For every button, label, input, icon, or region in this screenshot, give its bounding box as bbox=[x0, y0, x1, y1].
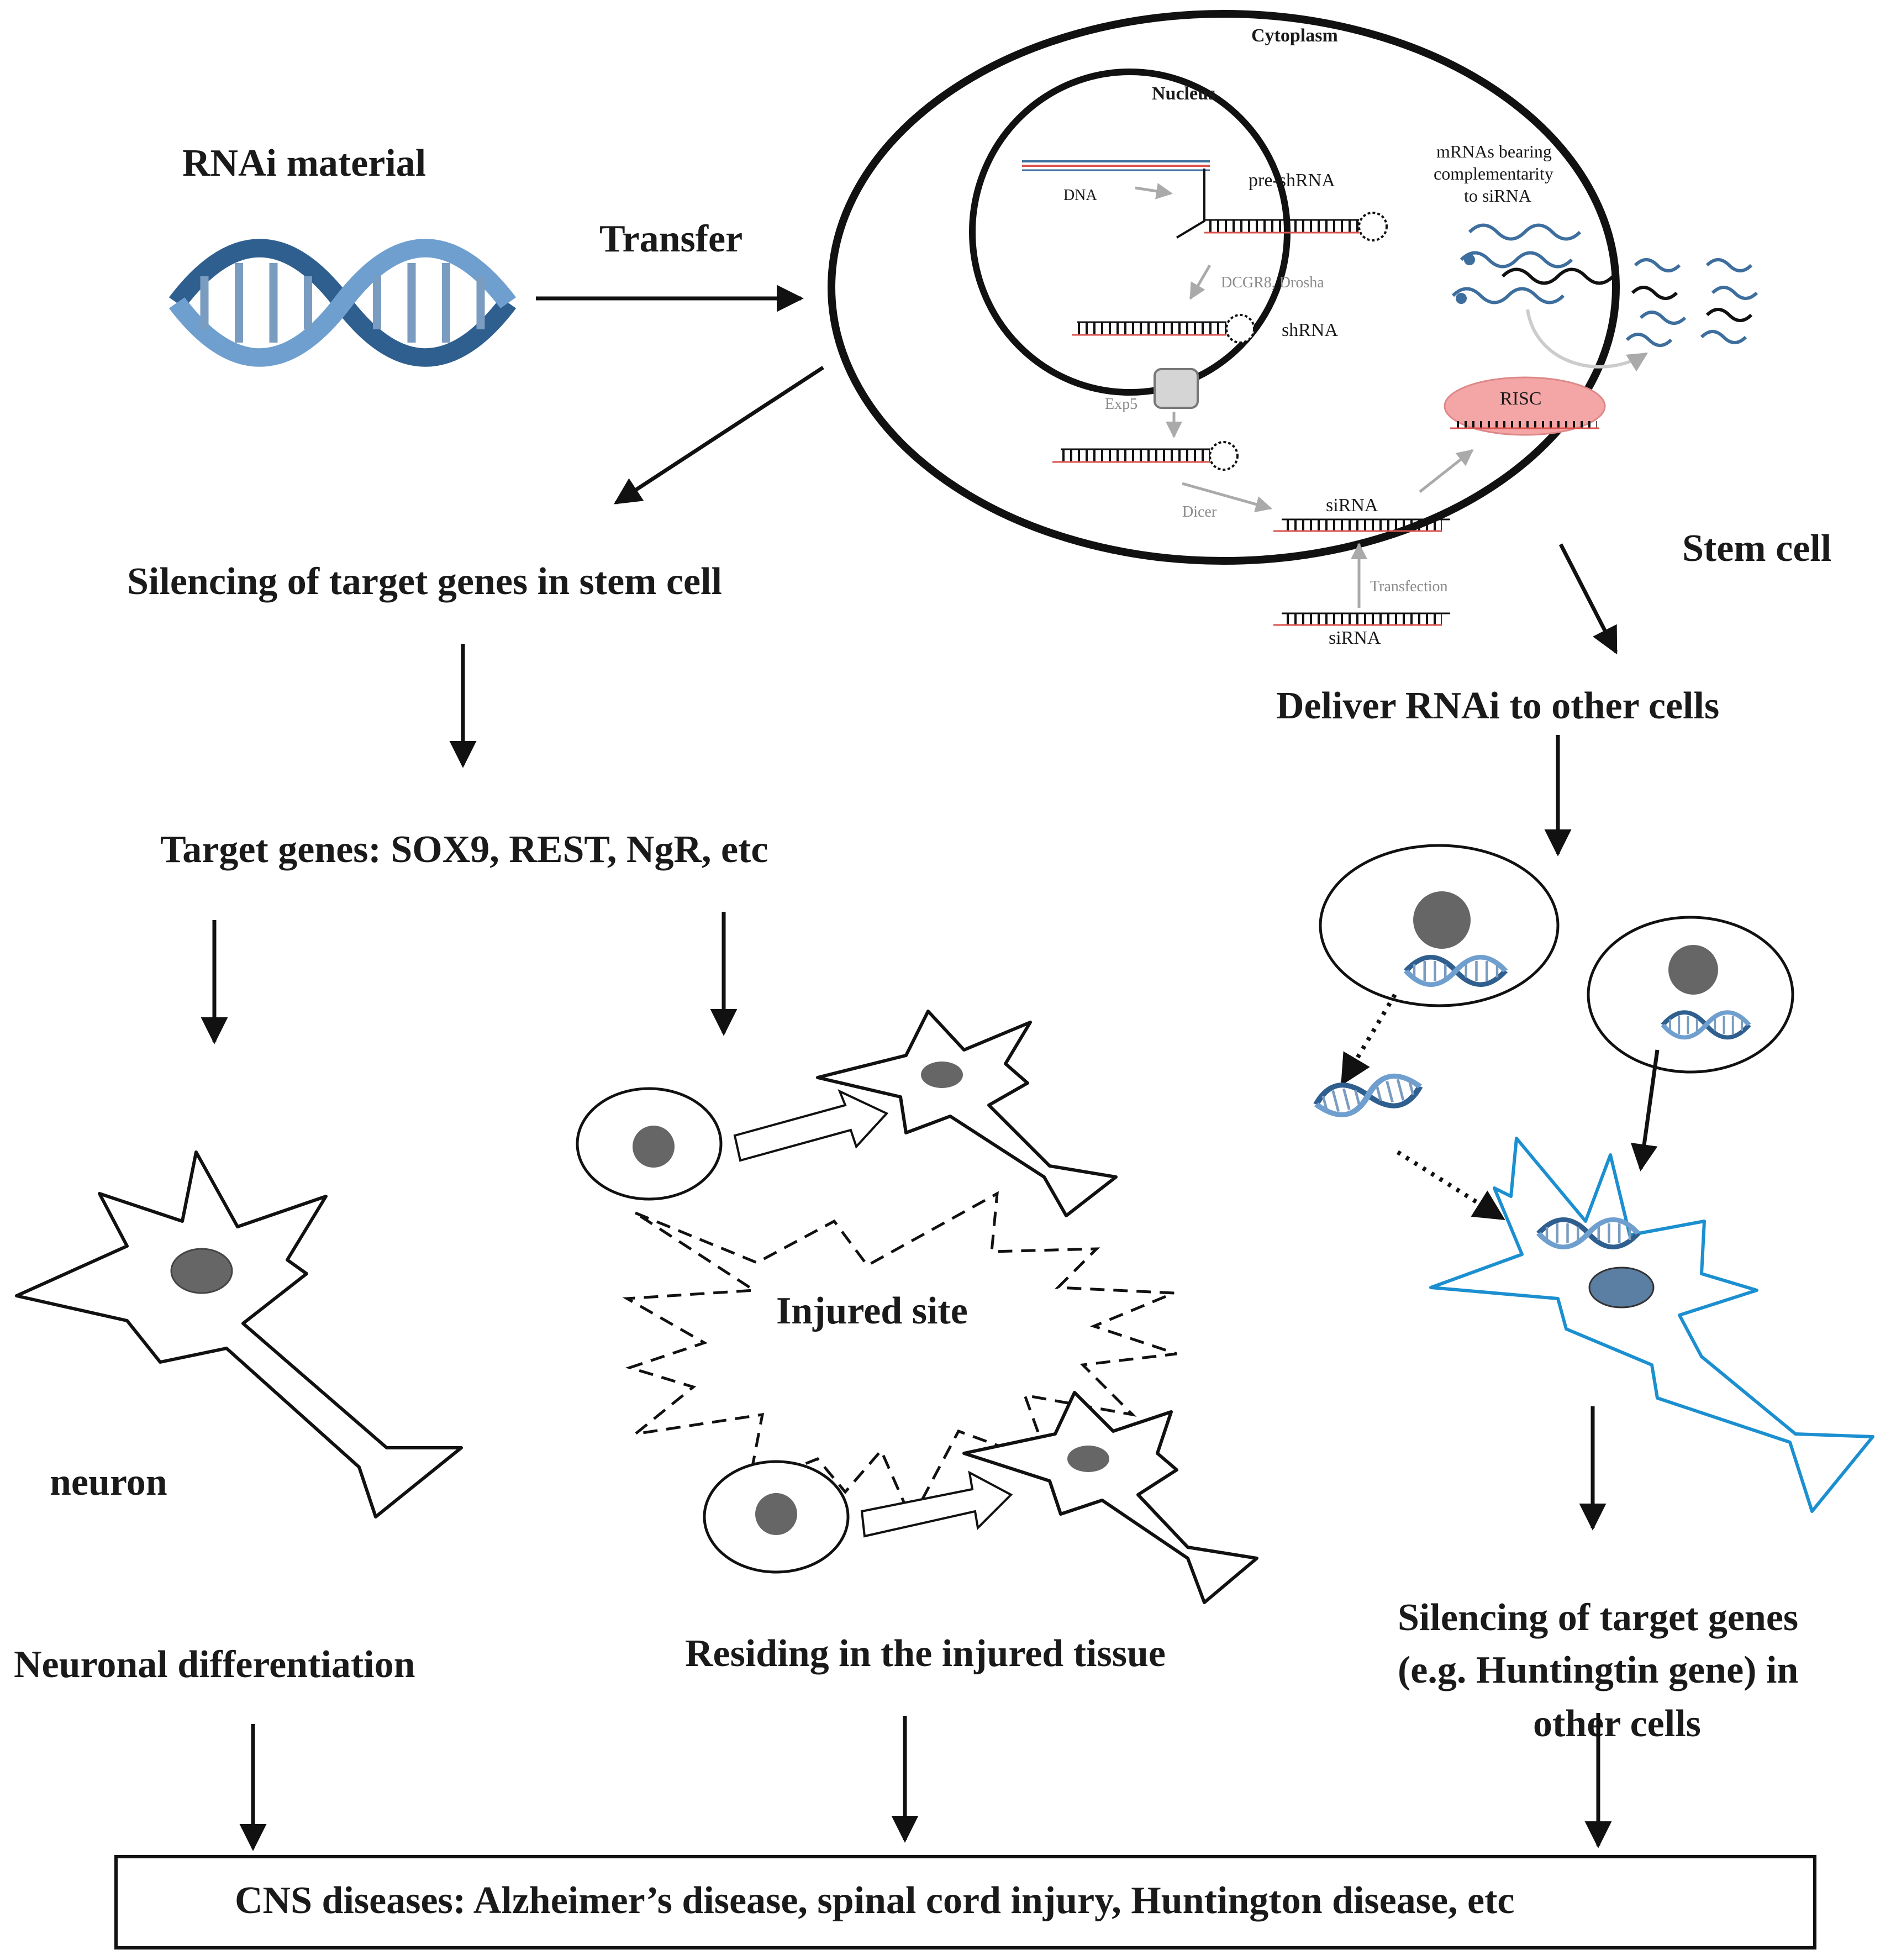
cleavage-arrow bbox=[1526, 309, 1649, 372]
residing-label: Residing in the injured tissue bbox=[685, 1632, 1166, 1675]
differentiated-neuron bbox=[15, 1150, 463, 1518]
mrna-group bbox=[1451, 223, 1615, 304]
donor-cell-2 bbox=[1587, 916, 1794, 1074]
nucleus-label: Nucleus bbox=[1152, 83, 1215, 104]
sirna-to-risc-arrow bbox=[1419, 449, 1474, 493]
donor-cell-1 bbox=[1319, 844, 1560, 1007]
mrna-label-line1: mRNAs bearing bbox=[1436, 141, 1552, 161]
neuron-label: neuron bbox=[50, 1461, 167, 1504]
free-rnai-helix-icon bbox=[1313, 1072, 1424, 1119]
risc-label: RISC bbox=[1500, 388, 1542, 409]
sirna-inside-label: siRNA bbox=[1326, 495, 1378, 516]
dna-label: DNA bbox=[1063, 187, 1097, 204]
stem-cell-label: Stem cell bbox=[1682, 527, 1831, 570]
migration-arrow-bottom bbox=[860, 1470, 1013, 1538]
migrating-stem-cell-bottom bbox=[703, 1460, 850, 1574]
direct-transfer-arrow bbox=[1630, 1049, 1660, 1171]
sirna-outside-label: siRNA bbox=[1329, 628, 1381, 648]
target-neuron bbox=[1429, 1137, 1874, 1513]
shrna-hairpin bbox=[1072, 314, 1255, 344]
transfection-label: Transfection bbox=[1370, 578, 1448, 595]
exportin5-pore bbox=[1154, 368, 1199, 409]
sirna-outside-duplex bbox=[1273, 612, 1450, 626]
migration-arrow-top bbox=[733, 1089, 889, 1162]
cns-diseases-label: CNS diseases: Alzheimer’s disease, spina… bbox=[235, 1879, 1515, 1922]
repair-neuron-top bbox=[816, 1010, 1118, 1217]
nuclear-dna bbox=[1022, 160, 1210, 171]
repair-neuron-bottom bbox=[962, 1391, 1258, 1604]
silencing-other-line1: Silencing of target genes bbox=[1398, 1596, 1798, 1639]
uptake-arrow-dotted bbox=[1396, 1150, 1505, 1221]
mrna-label-line2: complementarity bbox=[1434, 164, 1553, 183]
release-arrow-dotted bbox=[1340, 993, 1397, 1086]
silencing-other-line2: (e.g. Huntingtin gene) in bbox=[1398, 1649, 1798, 1691]
dna-helix-icon bbox=[177, 248, 508, 358]
dna-to-preshrna-arrow bbox=[1135, 183, 1173, 199]
to-deliver-arrow bbox=[1558, 543, 1618, 655]
cytoplasmic-shrna bbox=[1052, 441, 1239, 471]
rnai-material-label: RNAi material bbox=[182, 142, 426, 185]
dicer-arrow bbox=[1182, 482, 1272, 513]
to-silencing-arrow bbox=[613, 366, 824, 505]
deliver-label: Deliver RNAi to other cells bbox=[1276, 685, 1719, 727]
silencing-stem-label: Silencing of target genes in stem cell bbox=[127, 560, 722, 603]
mrna-label-line3: to siRNA bbox=[1464, 186, 1531, 206]
target-genes-label: Target genes: SOX9, REST, NgR, etc bbox=[160, 828, 768, 871]
injured-site-label: Injured site bbox=[776, 1290, 968, 1332]
pre-shrna-hairpin bbox=[1176, 169, 1388, 241]
shrna-label: shRNA bbox=[1282, 320, 1338, 340]
cleaved-mrna-fragments bbox=[1625, 258, 1758, 347]
transfer-label: Transfer bbox=[599, 218, 742, 260]
exp5-label: Exp5 bbox=[1105, 396, 1137, 413]
sirna-inside-duplex bbox=[1273, 518, 1450, 532]
neuronal-diff-label: Neuronal differentiation bbox=[14, 1643, 415, 1686]
stem-cell-membrane bbox=[828, 10, 1620, 565]
silencing-other-line3: other cells bbox=[1533, 1702, 1701, 1745]
migrating-stem-cell-top bbox=[576, 1087, 723, 1201]
cns-diseases-box bbox=[114, 1855, 1816, 1950]
drosha-arrow bbox=[1189, 264, 1212, 300]
dcgr8-label: DCGR8, Drosha bbox=[1221, 274, 1324, 291]
risc-complex bbox=[1444, 376, 1606, 436]
risc-guide-strand bbox=[1453, 421, 1597, 428]
pre-shrna-label: pre-shRNA bbox=[1249, 170, 1335, 191]
cytoplasm-label: Cytoplasm bbox=[1251, 25, 1338, 46]
dicer-label: Dicer bbox=[1182, 503, 1217, 521]
